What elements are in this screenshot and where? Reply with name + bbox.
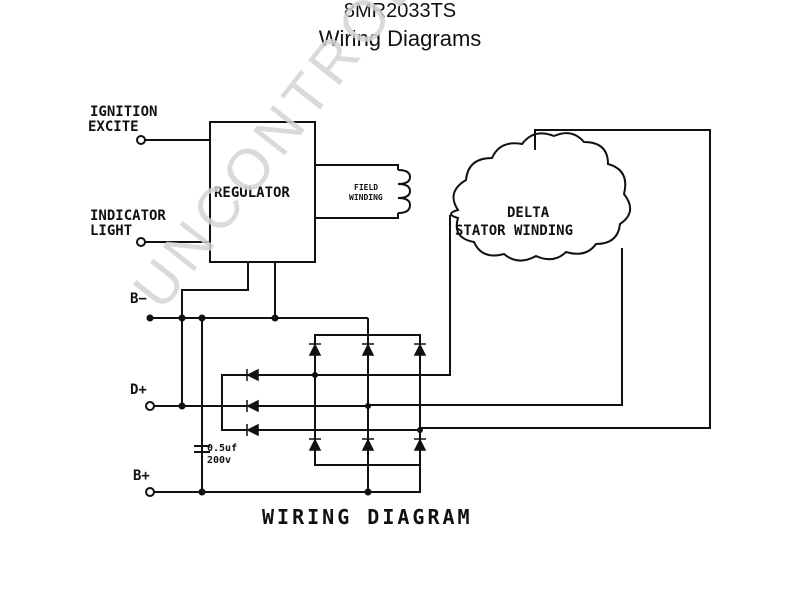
b-minus-label: B− (130, 291, 147, 307)
regulator-box (209, 121, 316, 263)
junction-dot (178, 402, 186, 410)
delta-stator-winding (450, 132, 631, 262)
stator-label-line1: DELTA (507, 205, 550, 221)
junction-dot (198, 314, 206, 322)
stator-wire-c (315, 215, 451, 376)
b-minus-terminal (146, 314, 154, 322)
bridge-diode-lower-1 (308, 438, 322, 451)
diode-trio-bus-bottom (221, 406, 255, 431)
diagram-caption: WIRING DIAGRAM (262, 505, 473, 529)
field-label-line2: WINDING (349, 193, 383, 202)
field-wire-bottom (315, 213, 399, 219)
field-winding-coil (397, 169, 412, 214)
capacitor-value-line1: 0.5uf (207, 443, 237, 454)
junction-dot (178, 314, 186, 322)
ignition-label-line2: EXCITE (88, 119, 139, 135)
regulator-b-minus-wire (181, 262, 249, 318)
bridge-diode-upper-1 (308, 343, 322, 356)
junction-dot (271, 314, 279, 322)
trio-diode-2 (246, 399, 259, 413)
d-plus-label: D+ (130, 382, 147, 398)
diode-trio-bus-top (221, 374, 255, 406)
indicator-label-line2: LIGHT (90, 223, 132, 239)
stator-wire-b (368, 248, 623, 406)
b-plus-label: B+ (133, 468, 150, 484)
trio-diode-3 (246, 423, 259, 437)
ignition-label-line1: IGNITION (90, 104, 157, 120)
capacitor-value-line2: 200v (207, 455, 231, 466)
indicator-terminal (136, 237, 146, 247)
ignition-terminal (136, 135, 146, 145)
d-plus-terminal (145, 401, 155, 411)
bridge-diode-upper-3 (413, 343, 427, 356)
bridge-diode-upper-2 (361, 343, 375, 356)
regulator-label: REGULATOR (214, 185, 290, 201)
junction-dot (312, 372, 318, 378)
part-number-title: 8MR2033TS (343, 0, 457, 22)
trio-diode-1 (246, 368, 259, 382)
field-wire-top (315, 164, 399, 170)
diagram-subtitle: Wiring Diagrams (318, 26, 482, 51)
b-plus-terminal (145, 487, 155, 497)
bridge-diode-lower-2 (361, 438, 375, 451)
junction-dot (365, 403, 371, 409)
field-label-line1: FIELD (354, 183, 378, 192)
junction-dot (417, 427, 423, 433)
junction-dot (364, 488, 372, 496)
indicator-label-line1: INDICATOR (90, 208, 166, 224)
junction-dot (198, 488, 206, 496)
stator-wire-a (420, 129, 711, 429)
stator-label-line2: STATOR WINDING (455, 223, 573, 239)
b-plus-bus (150, 455, 421, 493)
bridge-diode-lower-3 (413, 438, 427, 451)
